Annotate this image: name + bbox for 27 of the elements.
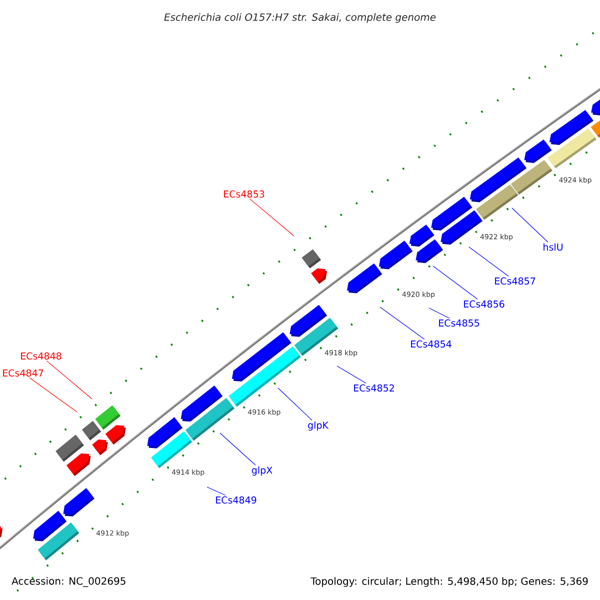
gene-label: ECs4849	[216, 496, 256, 504]
gene-label: ECs4857	[495, 277, 536, 285]
leader-line	[468, 246, 509, 276]
leader-line	[512, 208, 548, 242]
gene-label: ECs4856	[464, 300, 504, 308]
leader-line	[29, 378, 78, 412]
leader-line	[336, 366, 366, 384]
title: Escherichia coli O157:H7 str. Sakai, complete genome	[164, 13, 436, 23]
summary-text: Topology: circular; Length: 5,498,450 bp; Genes: 5,369	[310, 577, 588, 587]
gene-label: ECs4854	[411, 340, 452, 348]
leader-line	[380, 306, 425, 340]
leader-line	[249, 198, 294, 236]
leader-line	[278, 388, 312, 420]
leader-line	[432, 266, 478, 300]
accession-text: Accession: NC_002695	[12, 577, 126, 587]
leader-line	[220, 432, 256, 466]
gene-label: hslU	[544, 243, 562, 251]
leader-line	[428, 308, 450, 318]
gene-label: ECs4847	[3, 369, 44, 377]
gene-label: ECs4853	[224, 190, 264, 198]
leader-line	[46, 360, 92, 400]
gene-label: glpX	[252, 466, 272, 476]
gene-label: ECs4855	[439, 319, 480, 327]
gene-label: ECs4848	[21, 352, 62, 360]
gene-label: glpK	[308, 421, 329, 431]
leader-line	[206, 486, 226, 496]
gene-label: ECs4852	[354, 384, 394, 392]
